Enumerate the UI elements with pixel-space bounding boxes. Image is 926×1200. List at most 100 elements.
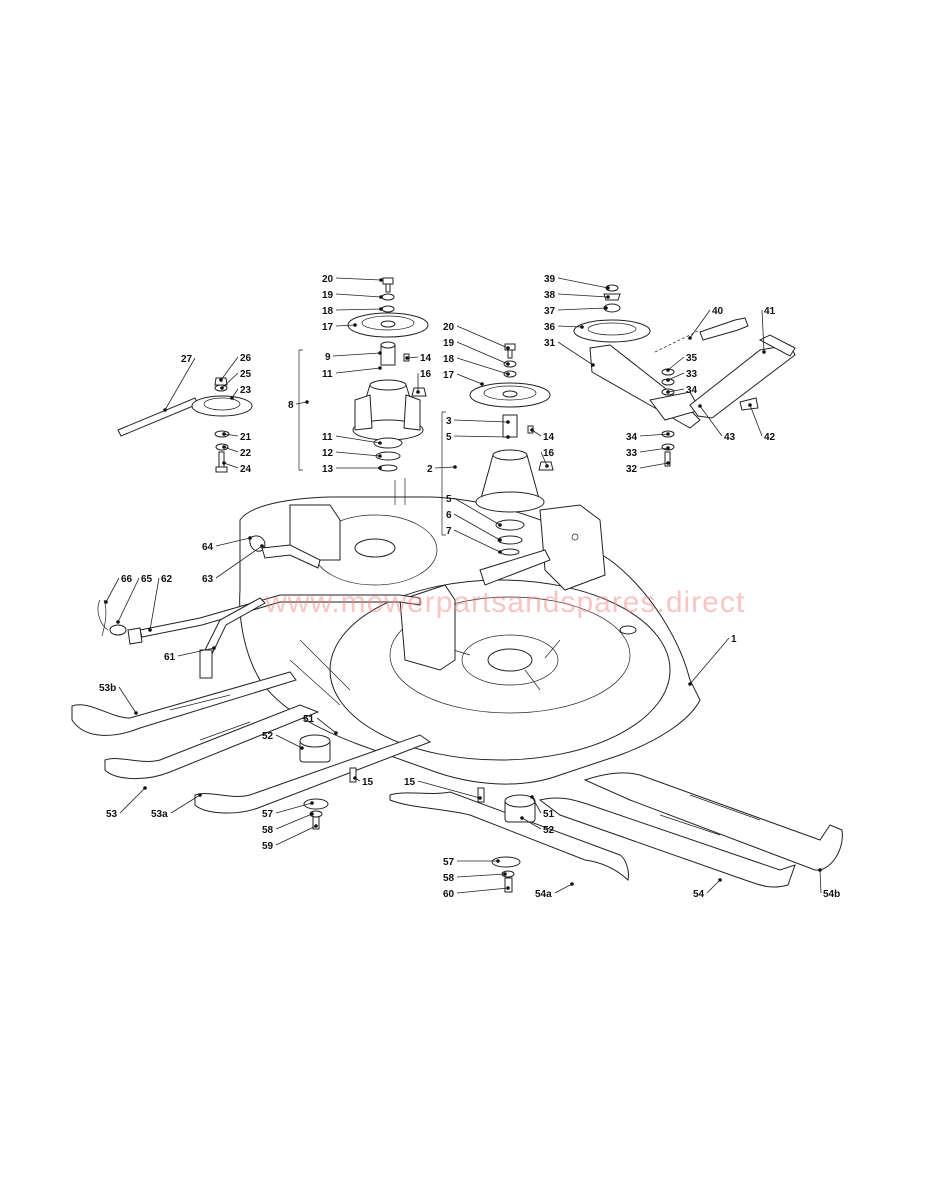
callout-36: 36 bbox=[544, 322, 584, 333]
leader-line bbox=[639, 447, 669, 453]
callout-20: 20 bbox=[322, 274, 383, 285]
callout-8: 8 bbox=[288, 400, 309, 411]
part-number-label: 20 bbox=[443, 322, 455, 333]
leader-line bbox=[335, 435, 381, 444]
leader-line bbox=[819, 869, 822, 894]
callout-21: 21 bbox=[222, 432, 252, 443]
part-number-label: 12 bbox=[322, 448, 334, 459]
leader-line bbox=[275, 813, 313, 830]
part-number-label: 35 bbox=[686, 353, 698, 364]
leader-line bbox=[215, 545, 263, 579]
leader-dot bbox=[570, 882, 574, 886]
part-number-label: 64 bbox=[202, 542, 214, 553]
part-number-label: 57 bbox=[262, 809, 274, 820]
part-number-label: 15 bbox=[404, 777, 416, 788]
leader-dot bbox=[310, 801, 314, 805]
callout-61: 61 bbox=[164, 646, 216, 663]
callout-58: 58 bbox=[443, 872, 507, 884]
leader-line bbox=[456, 373, 483, 385]
leader-dot bbox=[222, 461, 226, 465]
leader-line bbox=[223, 446, 239, 453]
callout-39: 39 bbox=[544, 274, 610, 290]
callout-40: 40 bbox=[688, 306, 724, 340]
leader-dot bbox=[198, 793, 202, 797]
cutting-blades bbox=[71, 671, 843, 893]
part-number-label: 33 bbox=[686, 369, 698, 380]
callout-66: 66 bbox=[104, 574, 133, 604]
leader-dot bbox=[379, 278, 383, 282]
leader-dot bbox=[666, 446, 670, 450]
callout-54b: 54b bbox=[818, 868, 840, 900]
leader-line bbox=[164, 357, 196, 411]
watermark: www.mowerpartsandspares.direct bbox=[264, 586, 745, 619]
part-number-label: 54a bbox=[535, 889, 552, 900]
leader-line bbox=[332, 352, 381, 357]
callout-12: 12 bbox=[322, 448, 382, 459]
leader-dot bbox=[334, 731, 338, 735]
part-number-label: 51 bbox=[303, 714, 315, 725]
callout-34: 34 bbox=[666, 385, 698, 396]
part-number-label: 40 bbox=[712, 306, 724, 317]
callout-20: 20 bbox=[443, 322, 510, 350]
part-number-label: 26 bbox=[240, 353, 252, 364]
part-number-label: 43 bbox=[724, 432, 736, 443]
part-number-label: 51 bbox=[543, 809, 555, 820]
spindle-assembly-right bbox=[441, 343, 554, 556]
callout-53: 53 bbox=[106, 786, 147, 820]
leader-dot bbox=[378, 454, 382, 458]
part-number-label: 60 bbox=[443, 889, 455, 900]
leader-dot bbox=[498, 523, 502, 527]
callout-52: 52 bbox=[262, 731, 304, 750]
part-number-label: 42 bbox=[764, 432, 776, 443]
part-number-label: 20 bbox=[322, 274, 334, 285]
leader-dot bbox=[143, 786, 147, 790]
callout-24: 24 bbox=[222, 461, 252, 475]
part-number-label: 63 bbox=[202, 574, 214, 585]
leader-dot bbox=[666, 432, 670, 436]
leader-dot bbox=[378, 351, 382, 355]
leader-line bbox=[118, 686, 137, 714]
callout-32: 32 bbox=[626, 461, 670, 475]
callout-11: 11 bbox=[322, 366, 382, 380]
leader-line bbox=[689, 637, 730, 685]
leader-dot bbox=[379, 295, 383, 299]
leader-line bbox=[456, 873, 506, 878]
callout-33: 33 bbox=[666, 369, 698, 382]
part-number-label: 24 bbox=[240, 464, 252, 475]
leader-dot bbox=[496, 859, 500, 863]
part-number-label: 14 bbox=[543, 432, 555, 443]
callout-54a: 54a bbox=[535, 882, 574, 900]
leader-dot bbox=[748, 403, 752, 407]
part-number-label: 65 bbox=[141, 574, 153, 585]
part-number-label: 19 bbox=[322, 290, 334, 301]
part-number-label: 9 bbox=[325, 352, 331, 363]
part-number-label: 5 bbox=[446, 494, 452, 505]
part-number-label: 27 bbox=[181, 354, 193, 365]
callout-15: 15 bbox=[353, 776, 374, 788]
part-number-label: 17 bbox=[322, 322, 334, 333]
leader-dot bbox=[688, 682, 692, 686]
part-number-label: 7 bbox=[446, 526, 452, 537]
callout-19: 19 bbox=[322, 290, 383, 301]
callout-15: 15 bbox=[404, 777, 482, 800]
leader-dot bbox=[506, 886, 510, 890]
callout-19: 19 bbox=[443, 338, 510, 366]
leader-line bbox=[639, 462, 669, 469]
part-number-label: 22 bbox=[240, 448, 252, 459]
part-number-label: 23 bbox=[240, 385, 252, 396]
leader-dot bbox=[220, 386, 224, 390]
leader-dot bbox=[378, 366, 382, 370]
callout-51: 51 bbox=[303, 714, 338, 735]
leader-line bbox=[335, 451, 381, 457]
leader-dot bbox=[498, 550, 502, 554]
spindle-assembly-left bbox=[298, 277, 429, 472]
callout-14: 14 bbox=[405, 353, 432, 364]
leader-line bbox=[275, 825, 317, 846]
leader-dot bbox=[520, 816, 524, 820]
leader-line bbox=[557, 341, 594, 366]
part-number-label: 16 bbox=[543, 448, 555, 459]
callout-27: 27 bbox=[163, 354, 196, 412]
leader-line bbox=[316, 717, 337, 734]
leader-line bbox=[456, 341, 509, 365]
